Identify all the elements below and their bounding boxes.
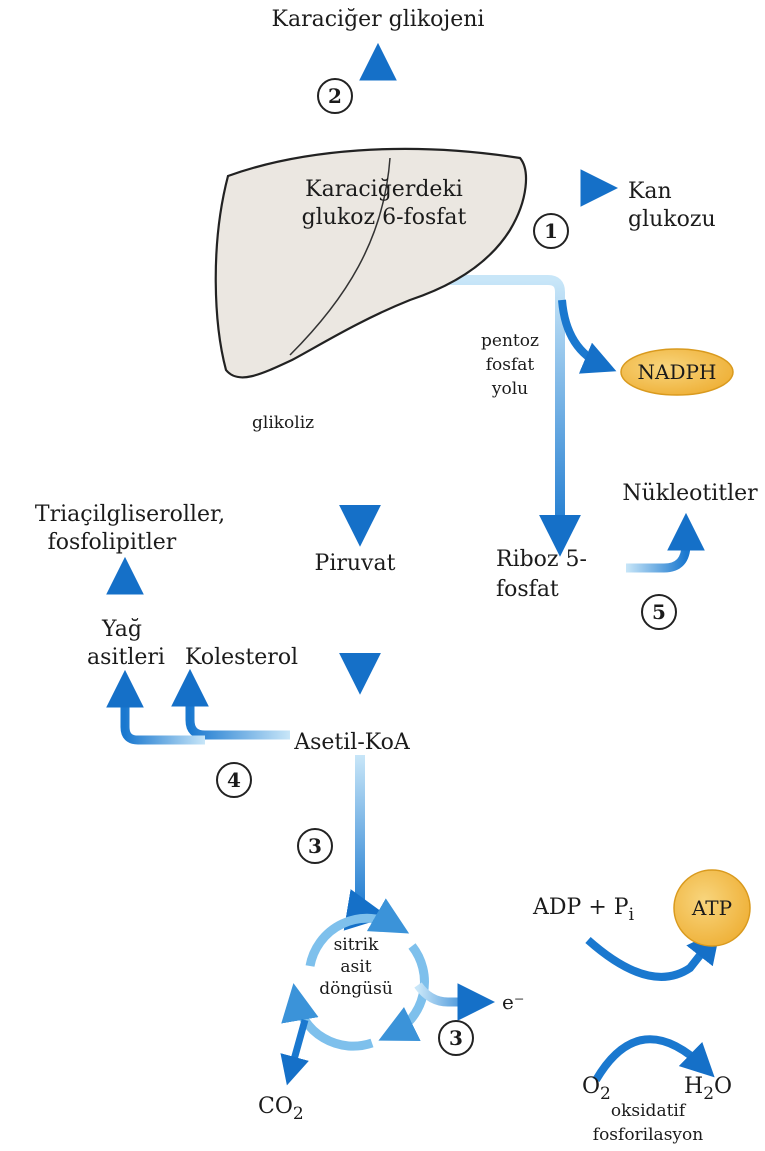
svg-text:3: 3 (449, 1026, 463, 1050)
svg-text:5: 5 (652, 600, 666, 624)
cholesterol-label: Kolesterol (185, 645, 298, 670)
oxidative-phosphorylation-label-line1: oksidatif (611, 1101, 687, 1121)
arrow-to-cholesterol (171, 668, 290, 740)
fatty-acids-label-line1: Yağ (101, 617, 142, 642)
pyruvate-label: Piruvat (315, 551, 396, 576)
adp-pi-label: ADP + Pi (532, 895, 635, 925)
arrow-o2-to-h2o (592, 1035, 715, 1083)
pentose-phosphate-label-line3: yolu (491, 379, 528, 399)
citric-cycle-ring-top (305, 898, 410, 967)
nucleotides-label: Nükleotitler (622, 481, 758, 506)
liver-shape (214, 147, 527, 379)
arrow-to-nucleotides (626, 512, 705, 573)
tag-label-line1: Triaçilgliseroller, (35, 502, 225, 527)
acetyl-coa-label: Asetil-KoA (293, 730, 411, 755)
co2-label: CO2 (258, 1094, 304, 1124)
liver-glycogen-label: Karaciğer glikojeni (272, 7, 485, 32)
svg-text:4: 4 (227, 768, 241, 792)
svg-text:1: 1 (544, 219, 558, 243)
liver-lobe-line (289, 157, 391, 356)
fatty-acids-label-line2: asitleri (87, 645, 165, 670)
arrow-pentose-phosphate (418, 275, 581, 557)
flow-arrows (106, 42, 721, 1086)
pathway-markers: 2 1 5 4 3 3 (216, 78, 677, 1056)
citric-cycle-label-line2: asit (340, 957, 371, 977)
atp-label: ATP (691, 896, 732, 920)
atp-badge (673, 869, 751, 947)
arrow-into-cycle (343, 755, 389, 931)
blood-glucose-label-line2: glukozu (628, 207, 716, 232)
nadph-label: NADPH (638, 360, 717, 384)
svg-text:2: 2 (328, 84, 342, 108)
liver-g6p-label-line2: glukoz 6-fosfat (302, 205, 467, 230)
citric-cycle-ring-bottom (281, 983, 374, 1051)
glycolysis-label: glikoliz (252, 413, 314, 433)
nadph-badge (620, 348, 734, 396)
liver-g6p-label-line1: Karaciğerdeki (305, 177, 463, 202)
pentose-phosphate-label-line2: fosfat (486, 355, 535, 375)
citric-cycle-label-line1: sitrik (334, 935, 380, 955)
electron-label: e⁻ (502, 990, 524, 1014)
h2o-label: H2O (684, 1074, 732, 1104)
arrow-cycle-to-electrons (414, 982, 496, 1021)
pathway-marker-5: 5 (641, 594, 677, 630)
pentose-phosphate-label-line1: pentoz (481, 331, 539, 351)
pathway-marker-4: 4 (216, 762, 252, 798)
tag-label-line2: fosfolipitler (48, 530, 177, 555)
pathway-marker-3-lower: 3 (438, 1020, 474, 1056)
pathway-marker-3-upper: 3 (297, 828, 333, 864)
citric-cycle-label-line3: döngüsü (319, 979, 393, 999)
o2-label: O2 (582, 1074, 611, 1104)
arrow-adp-to-atp (585, 929, 721, 981)
ribose-5-phosphate-label-line2: fosfat (496, 577, 559, 602)
oxidative-phosphorylation-label-line2: fosforilasyon (593, 1125, 703, 1145)
pathway-marker-2: 2 (317, 78, 353, 114)
blood-glucose-label-line1: Kan (628, 179, 672, 204)
ribose-5-phosphate-label-line1: Riboz 5- (496, 547, 587, 572)
arrow-to-co2 (280, 1019, 309, 1086)
arrow-to-nadph (558, 299, 617, 374)
svg-text:3: 3 (308, 834, 322, 858)
labels: Karaciğer glikojeni Karaciğerdeki glukoz… (35, 7, 758, 1145)
arrow-to-fatty-acids (106, 669, 205, 745)
pathway-marker-1: 1 (533, 213, 569, 249)
